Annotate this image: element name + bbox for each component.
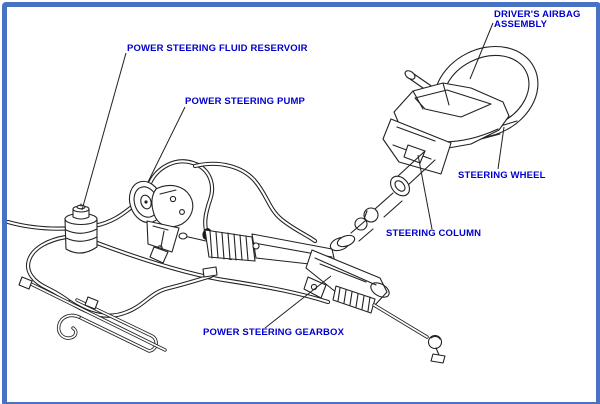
fluid-reservoir-drawing — [64, 203, 98, 254]
label-drivers-airbag-assembly: DRIVER'S AIRBAG ASSEMBLY — [494, 9, 581, 30]
label-power-steering-pump: POWER STEERING PUMP — [185, 96, 306, 107]
tie-rod-end — [372, 303, 446, 364]
label-power-steering-fluid-reservoir: POWER STEERING FLUID RESERVOIR — [127, 43, 308, 54]
label-steering-wheel: STEERING WHEEL — [458, 170, 546, 181]
label-steering-column: STEERING COLUMN — [386, 228, 482, 239]
power-steering-pump-drawing — [128, 180, 194, 264]
steering-column-drawing — [336, 150, 436, 248]
power-steering-gearbox-drawing — [178, 229, 446, 364]
label-power-steering-gearbox: POWER STEERING GEARBOX — [203, 327, 345, 338]
steering-wheel-drawing — [382, 45, 539, 175]
leader-lines — [81, 22, 505, 329]
fluid-cooler-pipes — [18, 276, 167, 353]
hydraulic-hoses — [5, 159, 331, 318]
